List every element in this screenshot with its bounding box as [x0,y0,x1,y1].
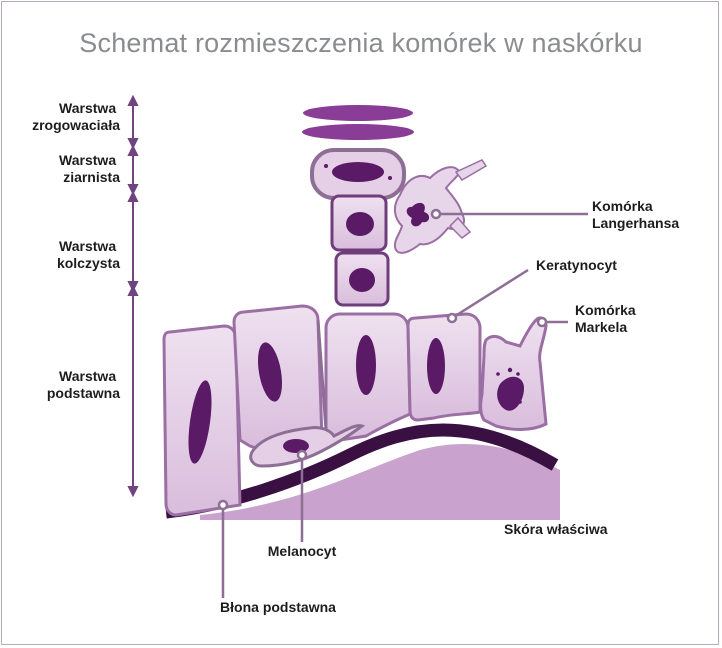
label-merkel: Komórka Markela [575,302,640,335]
label-dermis: Skóra właściwa [504,521,608,537]
langerhans-cell [395,160,486,253]
arrow-spinosum [129,193,137,290]
label-corneum: Warstwa zrogowaciała [32,100,120,133]
granular-cell [312,150,404,198]
layer-arrows [129,97,137,495]
label-langerhans: Komórka Langerhansa [592,198,679,231]
arrow-corneum [129,97,137,147]
arrow-granulosum [129,147,137,193]
spinous-cell-2 [336,253,388,305]
label-basement-membrane: Błona podstawna [220,599,336,615]
label-keratinocyte: Keratynocyt [536,257,617,273]
merkel-cell [481,318,546,430]
label-melanocyte: Melanocyt [268,543,337,559]
label-spinosum: Warstwa kolczysta [57,238,120,271]
basal-cell-4 [408,314,480,420]
label-basale: Warstwa podstawna [47,368,120,401]
spinous-cell-1 [332,196,386,250]
basal-cell-3 [326,314,410,440]
basal-cell-1 [164,326,240,515]
corneum-flakes [302,105,414,140]
arrow-basale [129,287,137,495]
label-granulosum: Warstwa ziarnista [59,152,120,185]
